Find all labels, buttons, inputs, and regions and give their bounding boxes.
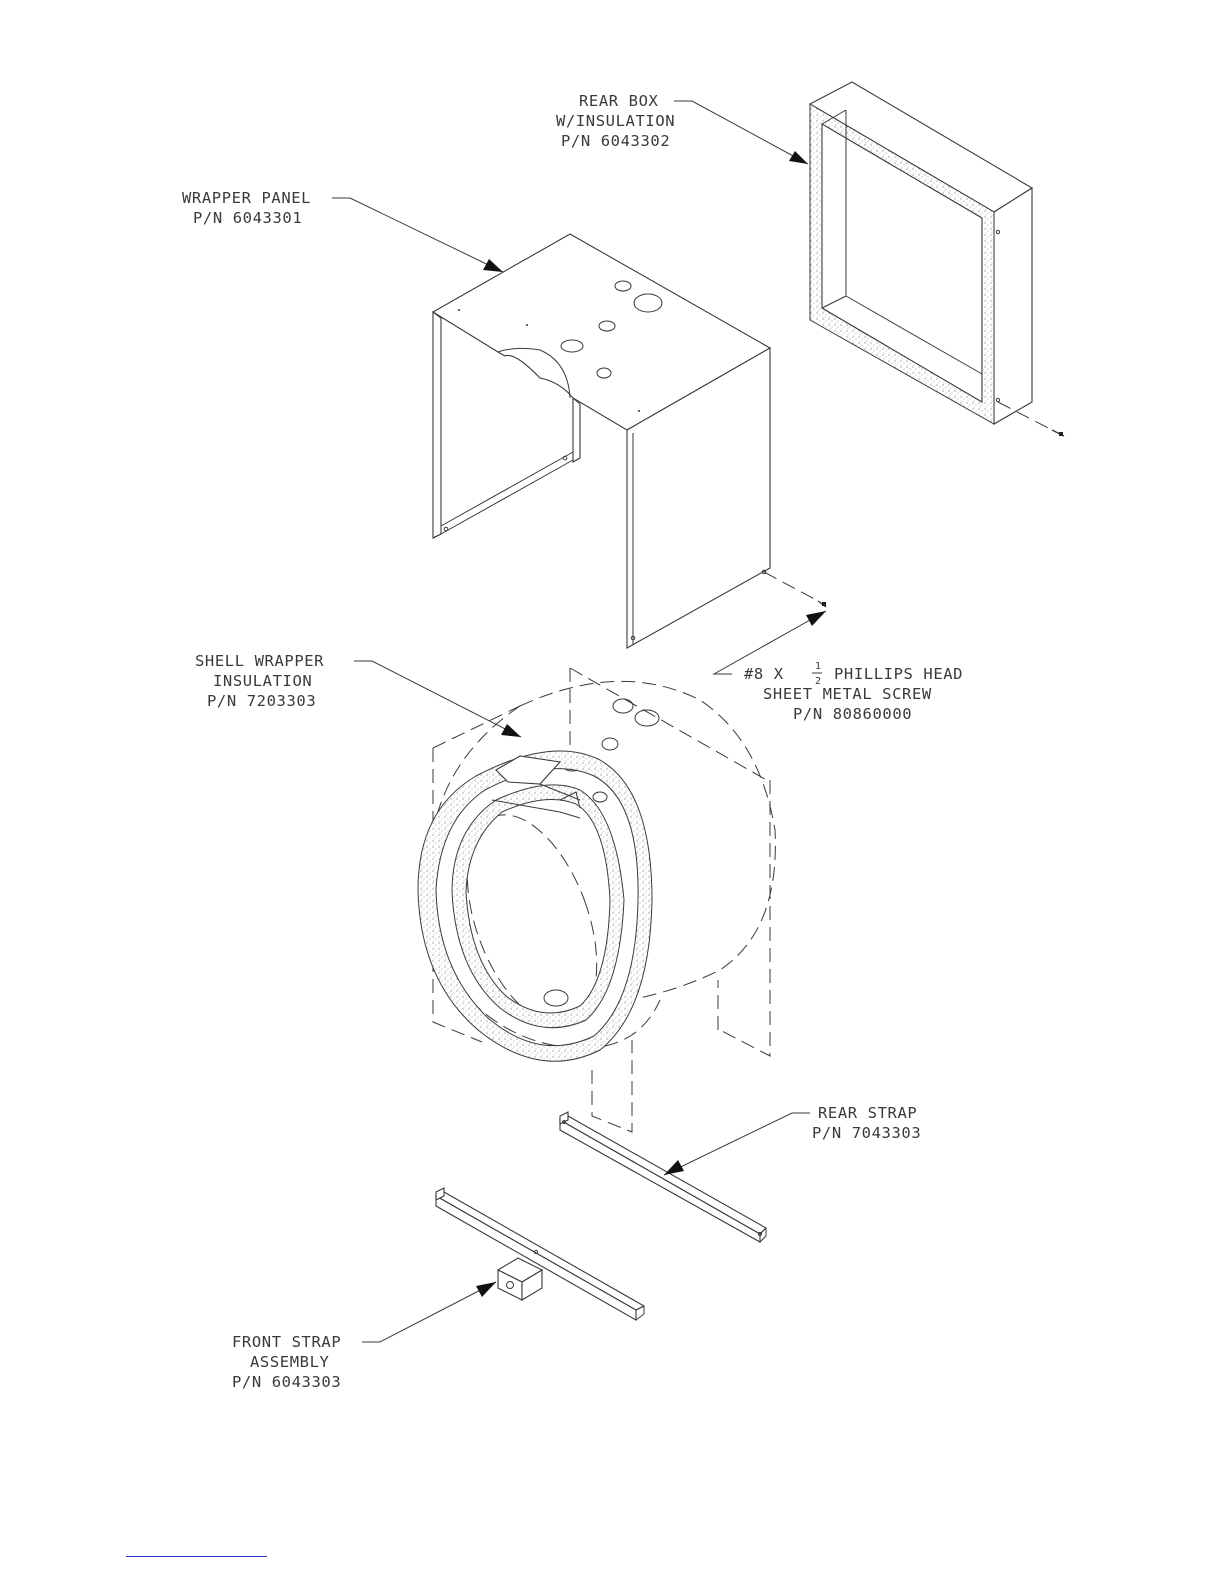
rear-box-screw-icon [1052, 430, 1064, 436]
rear-box-part [810, 82, 1064, 436]
rear-box-label: REAR BOX [579, 92, 659, 110]
front-strap-assembly-part [436, 1188, 644, 1320]
rear-box-callout: REAR BOX W/INSULATION P/N 6043302 [556, 92, 675, 150]
screw-type-label: SHEET METAL SCREW [763, 685, 932, 703]
rear-strap-callout: REAR STRAP P/N 7043303 [812, 1104, 921, 1142]
screw-callout: #8 X 1 2 PHILLIPS HEAD SHEET METAL SCREW… [744, 661, 963, 723]
rear-strap-label: REAR STRAP [818, 1104, 917, 1122]
footer-link-underline[interactable] [126, 1556, 267, 1557]
rear-strap-part-number: P/N 7043303 [812, 1124, 921, 1142]
shell-wrapper-callout: SHELL WRAPPER INSULATION P/N 7203303 [195, 652, 324, 710]
shell-wrapper-insulation-label: INSULATION [213, 672, 312, 690]
rear-box-insulation-label: W/INSULATION [556, 112, 675, 130]
front-strap-label: FRONT STRAP [232, 1333, 341, 1351]
wrapper-panel-part [433, 234, 826, 648]
rear-box-part-number: P/N 6043302 [561, 132, 670, 150]
shell-wrapper-insulation-part [418, 668, 775, 1132]
shell-wrapper-label: SHELL WRAPPER [195, 652, 324, 670]
panel-screw-icon [818, 601, 826, 607]
screw-head-label: PHILLIPS HEAD [834, 665, 963, 683]
front-strap-part-number: P/N 6043303 [232, 1373, 341, 1391]
screw-size-label: #8 X [744, 665, 784, 683]
front-strap-assembly-label: ASSEMBLY [250, 1353, 330, 1371]
shell-wrapper-part-number: P/N 7203303 [207, 692, 316, 710]
wrapper-panel-part-number: P/N 6043301 [193, 209, 302, 227]
wrapper-panel-callout: WRAPPER PANEL P/N 6043301 [182, 189, 311, 227]
rear-strap-part [560, 1112, 766, 1242]
front-strap-callout: FRONT STRAP ASSEMBLY P/N 6043303 [232, 1333, 341, 1391]
wrapper-panel-label: WRAPPER PANEL [182, 189, 311, 207]
screw-part-number: P/N 80860000 [793, 705, 912, 723]
screw-fraction-numerator: 1 [815, 661, 821, 672]
